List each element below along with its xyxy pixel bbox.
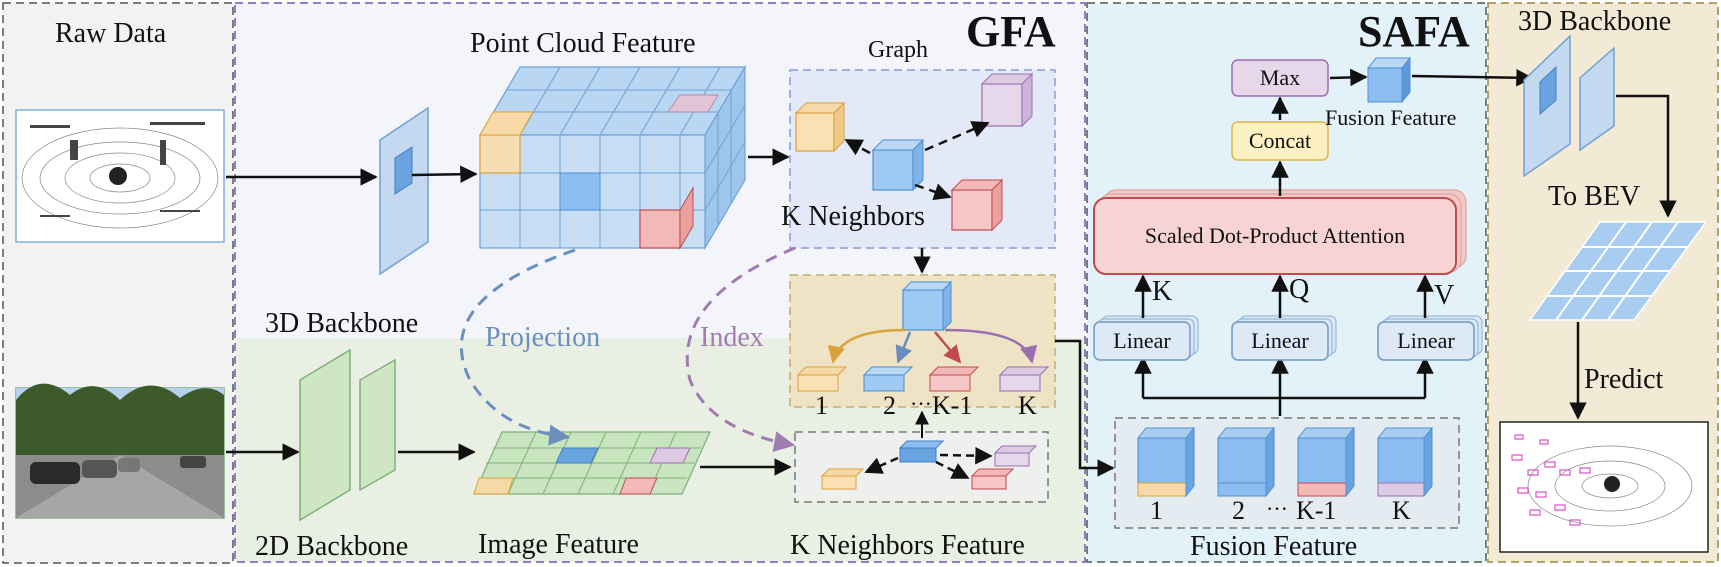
edge-to-yellow [844, 138, 871, 156]
fusion-label-2: 2 [1232, 496, 1245, 525]
tree-root-cube [901, 280, 953, 332]
camera-image [15, 383, 225, 519]
neighbor-label-2: 2 [883, 391, 896, 420]
tree-edge-1 [827, 328, 906, 364]
image-feature-map [473, 431, 711, 495]
predict-label: Predict [1584, 364, 1664, 395]
k-neighbors-label: K Neighbors [781, 201, 925, 232]
kn-red-cube [970, 468, 1015, 490]
neighbor-label-k: K [1018, 391, 1037, 420]
graph-yellow-cube [794, 101, 846, 153]
edge-to-red [914, 183, 952, 201]
linear-q-label: Linear [1251, 328, 1309, 353]
linear-q-stack [1231, 315, 1337, 361]
projection-label: Projection [485, 322, 601, 353]
gfa-title: GFA [966, 7, 1056, 56]
arrow-max-to-fusion [1329, 68, 1368, 87]
edge-to-purple [924, 121, 990, 152]
point-cloud-feature-grid [478, 64, 747, 251]
tree-leaf-k [998, 366, 1050, 392]
fusion-cube-k [1376, 426, 1434, 498]
attention-label: Scaled Dot-Product Attention [1144, 223, 1406, 248]
concat-label: Concat [1248, 128, 1312, 153]
graph-red-cube [950, 178, 1004, 232]
max-label: Max [1259, 65, 1301, 90]
fusion-output-cube [1366, 56, 1412, 104]
tree-edge-k [944, 328, 1038, 364]
kn-center-cube [898, 440, 945, 463]
tree-leaf-2 [862, 366, 914, 392]
safa-title: SAFA [1358, 7, 1470, 56]
k-neighbors-feature-label: K Neighbors Feature [790, 530, 1025, 561]
linear-v-stack [1377, 315, 1483, 361]
tree-leaf-1 [796, 366, 848, 392]
tree-edge-2 [895, 331, 912, 364]
fusion-cube-1 [1136, 426, 1196, 498]
kn-purple-cube [993, 445, 1038, 467]
output-backbone-3d-slabs [1523, 34, 1615, 178]
image-feature-label: Image Feature [478, 529, 639, 560]
fusion-to-linear-bus [1134, 356, 1434, 416]
linear-v-label: Linear [1397, 328, 1455, 353]
fusion-cube-2 [1216, 426, 1276, 498]
output-backbone-3d-label: 3D Backbone [1518, 6, 1672, 37]
fusion-label-1: 1 [1150, 496, 1163, 525]
bev-grid [1528, 221, 1708, 321]
linear-k-label: Linear [1113, 328, 1171, 353]
index-label: Index [700, 322, 764, 353]
tree-edge-k1 [934, 331, 962, 364]
lidar-point-cloud-image [15, 109, 225, 243]
backbone-2d-slabs [299, 348, 396, 522]
backbone-3d-slab [379, 106, 429, 276]
kn-edge-purple [939, 446, 993, 465]
max-box [1231, 59, 1329, 97]
fusion-label-k1: K-1 [1296, 496, 1337, 525]
point-cloud-feature-label: Point Cloud Feature [470, 28, 696, 59]
fusion-cube-k1 [1296, 426, 1356, 498]
fusion-feature-top-label: Fusion Feature [1325, 105, 1457, 130]
arrow-fusion-to-backbone3d [1411, 68, 1534, 87]
attention-block [1093, 189, 1467, 275]
kn-edge-yellow [864, 456, 899, 474]
arrow-gfa-to-safa [1055, 339, 1115, 477]
fusion-label-k: K [1392, 496, 1411, 525]
neighbor-dots: ··· [910, 391, 932, 416]
kn-edge-red [935, 460, 970, 480]
arrow-backbone-to-bev [1616, 94, 1677, 218]
graph-label: Graph [868, 37, 928, 63]
q-label: Q [1289, 274, 1310, 305]
neighbor-label-k1: K-1 [932, 391, 973, 420]
linear-k-stack [1093, 315, 1199, 361]
fusion-feature-bottom-label: Fusion Feature [1190, 531, 1358, 562]
kn-yellow-cube [820, 468, 865, 490]
neighbor-label-1: 1 [815, 391, 828, 420]
arrow-backbone-to-grid [411, 165, 478, 183]
graph-center-blue-cube [871, 138, 925, 192]
tree-leaf-k1 [928, 366, 980, 392]
graph-purple-cube [980, 72, 1034, 128]
prediction-image [1499, 421, 1709, 553]
fusion-dots: ··· [1266, 496, 1288, 521]
k-label: K [1152, 276, 1173, 307]
to-bev-label: To BEV [1548, 181, 1641, 212]
raw-data-title: Raw Data [55, 18, 167, 49]
backbone-3d-label: 3D Backbone [265, 308, 419, 339]
index-curve [685, 246, 796, 452]
backbone-2d-label: 2D Backbone [255, 531, 409, 562]
v-label: V [1434, 280, 1455, 311]
projection-curve [459, 248, 576, 446]
concat-box [1231, 121, 1329, 161]
gfa-panel-border [234, 2, 1086, 563]
